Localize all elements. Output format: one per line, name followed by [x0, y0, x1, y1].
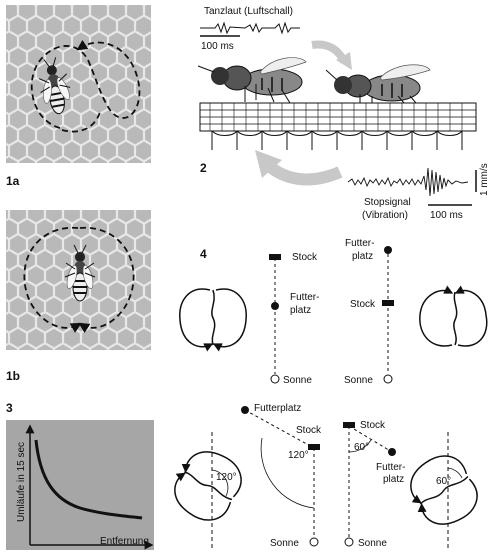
dance-bottom-right: 60°: [410, 432, 478, 548]
futterplatz-marker: [388, 448, 396, 456]
stopsignal-waveform: [347, 167, 469, 197]
amplitude-label: 1 mm/s: [479, 163, 489, 196]
panel-label-4: 4: [200, 247, 207, 261]
futter-label-1: Futter-: [345, 238, 374, 249]
scale-top-label: 100 ms: [201, 41, 234, 52]
bee-icon: [64, 244, 96, 302]
panel-2: Tanzlaut (Luftschall) 100 ms: [197, 6, 489, 221]
futterplatz-marker: [271, 302, 279, 310]
stock-marker: [382, 300, 394, 306]
dance-angle-label: 60°: [436, 476, 451, 487]
arrow-bottom-head: [255, 150, 282, 178]
bee-dancer-icon: [197, 57, 307, 104]
graph-background: [6, 420, 154, 550]
stock-label: Stock: [292, 252, 318, 263]
panel-label-1b: 1b: [6, 369, 20, 383]
panel-1b: 1b: [6, 210, 151, 383]
round-dance-path-1b-r: [78, 226, 135, 334]
waggle-path-1a: [30, 39, 141, 129]
sonne-label: Sonne: [344, 375, 373, 386]
arrow-bottom-gray: [264, 160, 343, 186]
sonne-label: Sonne: [283, 375, 312, 386]
vibration-label: (Vibration): [362, 210, 408, 221]
panel-4: 4 Stock Futter- platz Sonne Futter- plat…: [174, 238, 488, 549]
dance-angle-label: 120°: [216, 472, 237, 483]
stock-marker: [308, 444, 320, 450]
diagram-top-right: Futter- platz Stock Sonne: [344, 238, 394, 386]
bee-icon: [38, 57, 71, 115]
futter-label-2: platz: [383, 474, 404, 485]
honeycomb-1a: [6, 5, 151, 163]
futter-label-1: Futter-: [290, 292, 319, 303]
panel-label-2: 2: [200, 161, 207, 175]
sonne-label: Sonne: [358, 538, 387, 549]
arrow-top-head: [336, 52, 352, 70]
angle-label: 120°: [288, 450, 309, 461]
futter-label-2: platz: [352, 251, 373, 262]
comb-cells: [199, 102, 477, 150]
panel-1a: 1a: [6, 5, 151, 188]
scale-bottom-label: 100 ms: [430, 210, 463, 221]
diagram-top-left: Stock Futter- platz Sonne: [269, 252, 319, 386]
diagram-bottom-right: Stock 60° Futter- platz Sonne: [343, 420, 405, 549]
tanzlaut-waveform: [200, 21, 300, 35]
angle-label: 60°: [354, 442, 369, 453]
dance-bottom-left: 120°: [174, 432, 242, 548]
panel-label-3: 3: [6, 401, 13, 415]
stock-label: Stock: [296, 425, 322, 436]
sonne-label: Sonne: [270, 538, 299, 549]
decay-curve: [34, 439, 143, 520]
panel-3: 3 Umläufe in 15 sec Entfernung: [6, 401, 154, 550]
x-axis-label: Entfernung: [100, 536, 149, 547]
diagram-bottom-left: Futterplatz Stock 120° Sonne: [241, 403, 322, 549]
futter-label-2: platz: [290, 305, 311, 316]
futterplatz-marker: [384, 246, 392, 254]
stock-marker: [343, 422, 355, 428]
stock-label: Stock: [360, 420, 386, 431]
sun-marker: [270, 374, 280, 384]
bee-follower-icon: [325, 64, 431, 104]
sun-marker: [344, 537, 354, 547]
waggle-path-1a-b: [61, 111, 101, 133]
stock-label: Stock: [350, 299, 376, 310]
sun-marker: [383, 374, 393, 384]
futterplatz-marker: [241, 406, 249, 414]
sun-marker: [309, 537, 319, 547]
panel-label-1a: 1a: [6, 174, 20, 188]
round-dance-path-1b: [23, 226, 82, 333]
dance-top-left: [179, 288, 247, 352]
stopsignal-label: Stopsignal: [364, 197, 411, 208]
futterplatz-label: Futterplatz: [254, 403, 301, 414]
tanzlaut-label: Tanzlaut (Luftschall): [204, 6, 293, 17]
dance-top-right: [419, 285, 488, 347]
stock-marker: [269, 254, 281, 260]
futter-label-1: Futter-: [376, 462, 405, 473]
y-axis-label: Umläufe in 15 sec: [16, 442, 27, 522]
